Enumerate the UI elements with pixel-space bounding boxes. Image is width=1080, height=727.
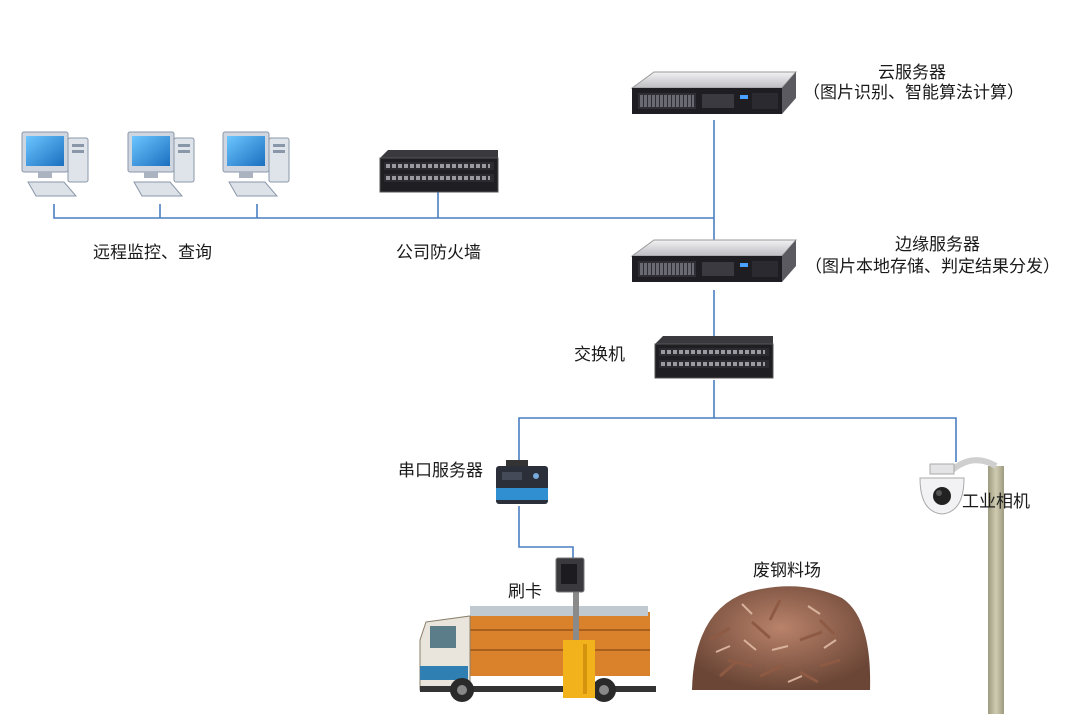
line-switch-camera	[714, 417, 957, 462]
scrap-pile-icon	[692, 586, 871, 690]
firewall-label: 公司防火墙	[396, 243, 481, 263]
server-rack-icon	[630, 239, 798, 282]
firewall-icon	[379, 150, 499, 193]
card-swipe-label: 刷卡	[508, 582, 542, 602]
computer-icon	[222, 131, 290, 197]
card-reader-icon	[555, 557, 595, 698]
dome-camera-icon	[919, 457, 1004, 714]
line-switch-branch	[518, 380, 715, 460]
computer-icon	[127, 131, 195, 197]
cloud-server-desc: （图片识别、智能算法计算）	[803, 83, 1024, 103]
server-rack-icon	[630, 71, 798, 114]
line-lan-bus	[53, 204, 714, 219]
serial-device-icon	[496, 460, 548, 504]
serial-server-label: 串口服务器	[398, 461, 483, 481]
remote-monitor-label: 远程监控、查询	[93, 243, 212, 263]
line-serial-reader	[518, 506, 574, 560]
computer-icon	[21, 131, 89, 197]
industrial-camera-label: 工业相机	[962, 492, 1030, 512]
edge-server-desc: （图片本地存储、判定结果分发）	[805, 257, 1060, 277]
truck-icon	[419, 606, 656, 702]
connection-lines	[53, 120, 957, 560]
scrap-yard-label: 废钢料场	[753, 561, 821, 581]
switch-label: 交换机	[574, 345, 625, 365]
edge-server-title: 边缘服务器	[895, 235, 980, 255]
network-switch-icon	[654, 336, 774, 379]
cloud-server-title: 云服务器	[878, 63, 946, 83]
